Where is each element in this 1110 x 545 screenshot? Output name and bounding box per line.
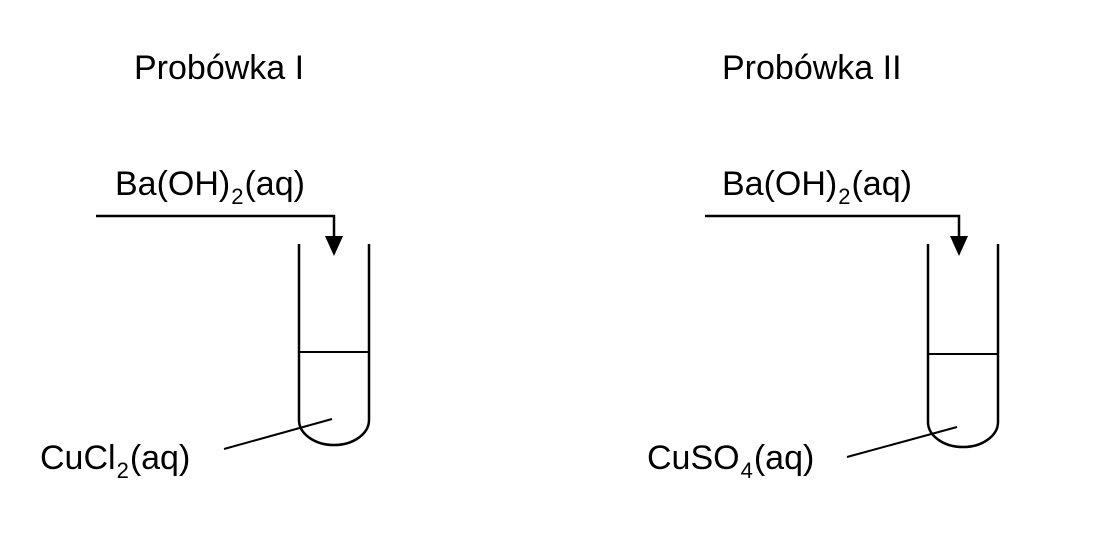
tube-1-glass xyxy=(297,244,371,447)
tube-1-reagent-subscript: 2 xyxy=(231,184,244,209)
tube-1-reagent-line xyxy=(96,214,336,242)
tube-1-leader-line xyxy=(223,418,333,450)
tube-panel-1: Probówka I Ba(OH)2(aq) CuCl2(aq) xyxy=(40,49,371,483)
tube-2-reagent-formula: Ba(OH) xyxy=(722,165,838,203)
tube-2-arrow-head xyxy=(950,236,968,256)
tube-2-leader-line xyxy=(846,426,958,458)
tube-2-solution-label: CuSO4(aq) xyxy=(647,438,815,483)
tube-2-title: Probówka II xyxy=(722,49,902,87)
tube-panel-2: Probówka II Ba(OH)2(aq) CuSO4(aq) xyxy=(555,0,1110,545)
tube-1-arrow-head xyxy=(325,236,343,256)
tube-1-reagent-formula: Ba(OH) xyxy=(115,165,231,203)
tube-1-solution-label: CuCl2(aq) xyxy=(40,438,191,483)
tube-1-solution-formula: CuCl xyxy=(40,439,116,477)
tube-2-solution-formula: CuSO xyxy=(647,439,740,477)
tube-2-glass xyxy=(926,244,1000,449)
tube-2-drawing xyxy=(705,214,1000,458)
tube-2-reagent-label: Ba(OH)2(aq) xyxy=(722,164,912,209)
tube-2-solution-state: (aq) xyxy=(753,439,815,477)
tube-2-solution-subscript: 4 xyxy=(740,458,753,483)
tube-1-reagent-state: (aq) xyxy=(244,165,305,203)
tube-1-title: Probówka I xyxy=(134,49,305,87)
tube-2-reagent-line xyxy=(705,214,961,242)
tube-1-drawing xyxy=(96,214,371,450)
tube-2-reagent-state: (aq) xyxy=(851,165,912,203)
tube-2-reagent-subscript: 2 xyxy=(838,184,851,209)
tube-1-solution-subscript: 2 xyxy=(116,458,129,483)
tube-1-reagent-label: Ba(OH)2(aq) xyxy=(115,164,305,209)
tube-1-solution-state: (aq) xyxy=(129,439,191,477)
